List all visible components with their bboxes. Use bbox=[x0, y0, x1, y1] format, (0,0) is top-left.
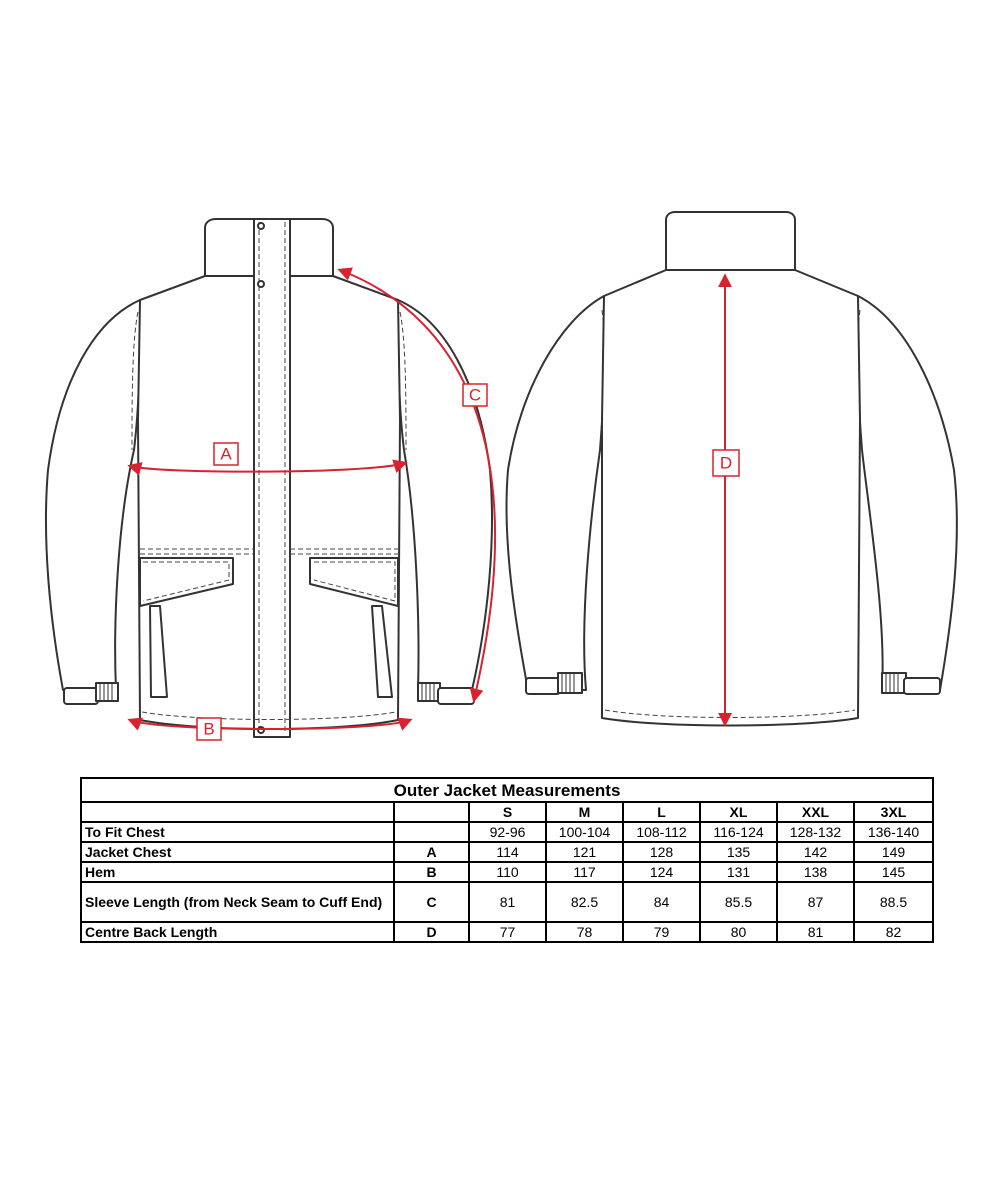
front-left-welt-pocket bbox=[149, 605, 168, 698]
size-header: 3XL bbox=[852, 801, 935, 823]
row-value: 128 bbox=[622, 841, 701, 863]
back-body bbox=[601, 269, 861, 727]
back-collar bbox=[665, 211, 796, 271]
row-label: Sleeve Length (from Neck Seam to Cuff En… bbox=[80, 881, 395, 923]
table-row: To Fit Chest 92-96 100-104 108-112 116-1… bbox=[80, 821, 935, 843]
row-value: 85.5 bbox=[699, 881, 778, 923]
back-right-cuff bbox=[881, 672, 941, 695]
row-value: 77 bbox=[468, 921, 547, 943]
row-value: 136-140 bbox=[852, 821, 935, 843]
measurement-c-label: C bbox=[469, 386, 481, 405]
row-value: 142 bbox=[776, 841, 855, 863]
table-row: Centre Back Length D 77 78 79 80 81 82 bbox=[80, 921, 935, 943]
row-code: C bbox=[393, 881, 470, 923]
table-row: Hem B 110 117 124 131 138 145 bbox=[80, 861, 935, 883]
front-placket bbox=[253, 218, 291, 738]
size-header: L bbox=[622, 801, 701, 823]
table-row: Sleeve Length (from Neck Seam to Cuff En… bbox=[80, 881, 935, 923]
row-value: 135 bbox=[699, 841, 778, 863]
size-header: S bbox=[468, 801, 547, 823]
measurement-b: B bbox=[127, 717, 413, 741]
row-value: 128-132 bbox=[776, 821, 855, 843]
row-value: 92-96 bbox=[468, 821, 547, 843]
front-left-cuff bbox=[63, 682, 119, 705]
front-right-sleeve bbox=[397, 299, 493, 691]
row-value: 80 bbox=[699, 921, 778, 943]
row-value: 82.5 bbox=[545, 881, 624, 923]
row-label: Centre Back Length bbox=[80, 921, 395, 943]
row-value: 124 bbox=[622, 861, 701, 883]
row-code: A bbox=[393, 841, 470, 863]
back-left-sleeve bbox=[505, 295, 606, 691]
size-header: XXL bbox=[776, 801, 855, 823]
row-value: 110 bbox=[468, 861, 547, 883]
table-title: Outer Jacket Measurements bbox=[79, 777, 935, 803]
row-value: 79 bbox=[622, 921, 701, 943]
size-chart-table: Outer Jacket Measurements S M L XL XXL 3… bbox=[79, 777, 935, 943]
row-code: D bbox=[393, 921, 470, 943]
row-label: To Fit Chest bbox=[80, 821, 395, 843]
table-row: Jacket Chest A 114 121 128 135 142 149 bbox=[80, 841, 935, 863]
row-code: B bbox=[393, 861, 470, 883]
header-label-cell bbox=[80, 801, 395, 823]
measurement-d: D bbox=[712, 273, 740, 727]
row-value: 82 bbox=[852, 921, 935, 943]
row-value: 131 bbox=[699, 861, 778, 883]
back-left-cuff bbox=[525, 672, 583, 695]
row-value: 121 bbox=[545, 841, 624, 863]
row-value: 81 bbox=[468, 881, 547, 923]
row-value: 87 bbox=[776, 881, 855, 923]
size-header: XL bbox=[699, 801, 778, 823]
size-header: M bbox=[545, 801, 624, 823]
jacket-diagram: A B C bbox=[45, 211, 958, 741]
row-value: 149 bbox=[852, 841, 935, 863]
row-value: 81 bbox=[776, 921, 855, 943]
row-label: Jacket Chest bbox=[80, 841, 395, 863]
back-right-sleeve bbox=[856, 295, 958, 691]
jacket-front-view bbox=[45, 218, 493, 738]
row-value: 100-104 bbox=[545, 821, 624, 843]
row-value: 116-124 bbox=[699, 821, 778, 843]
row-code bbox=[393, 821, 470, 843]
size-header-row: S M L XL XXL 3XL bbox=[80, 801, 935, 823]
header-code-cell bbox=[393, 801, 470, 823]
measurement-c: C bbox=[337, 267, 496, 703]
front-left-pocket-flap bbox=[139, 557, 234, 607]
row-value: 78 bbox=[545, 921, 624, 943]
row-value: 108-112 bbox=[622, 821, 701, 843]
front-left-sleeve bbox=[45, 299, 141, 691]
row-value: 114 bbox=[468, 841, 547, 863]
row-label: Hem bbox=[80, 861, 395, 883]
row-value: 117 bbox=[545, 861, 624, 883]
measurement-d-label: D bbox=[720, 454, 732, 473]
measurement-b-label: B bbox=[203, 720, 214, 739]
row-value: 88.5 bbox=[852, 881, 935, 923]
measurement-a-label: A bbox=[220, 445, 232, 464]
row-value: 145 bbox=[852, 861, 935, 883]
row-value: 138 bbox=[776, 861, 855, 883]
row-value: 84 bbox=[622, 881, 701, 923]
